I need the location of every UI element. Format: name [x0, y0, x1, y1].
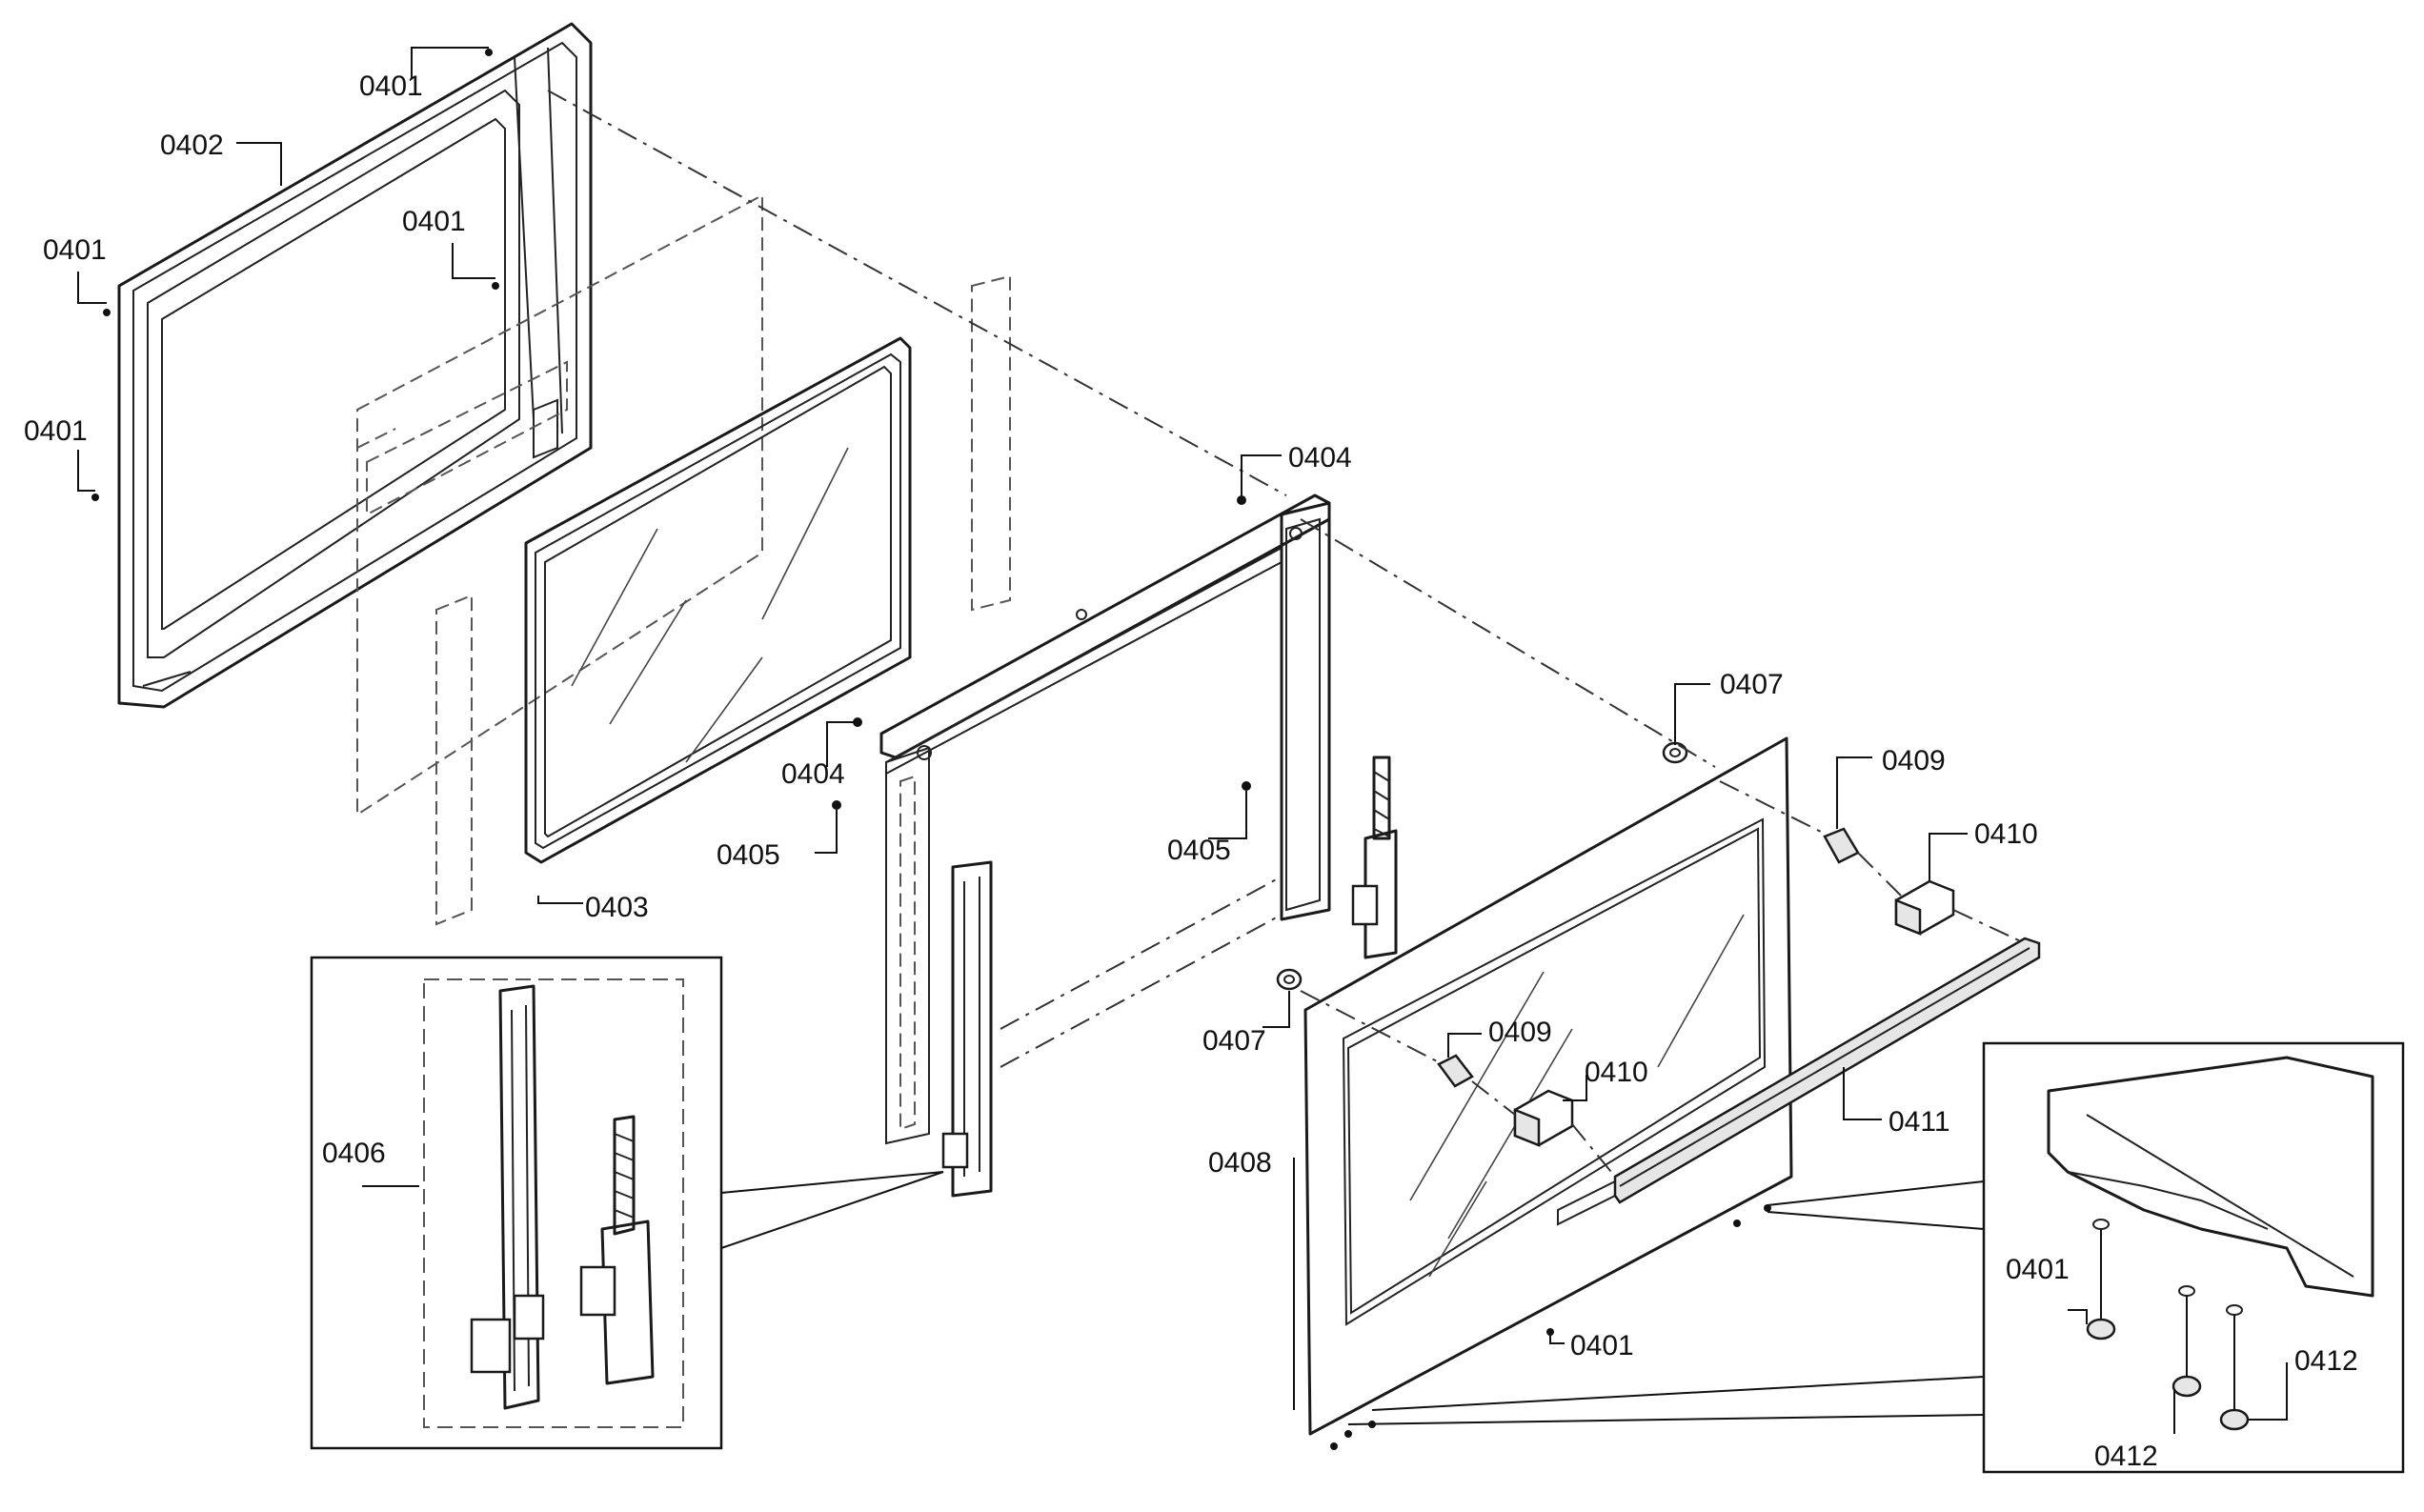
label-0406: 0406	[322, 1138, 386, 1169]
hinge-detail-callout	[310, 956, 944, 1450]
inner-door-frame	[117, 22, 593, 709]
label-0401-detail: 0401	[2006, 1254, 2070, 1285]
label-0407-lower: 0407	[1202, 1025, 1266, 1057]
label-0401-left-upper: 0401	[43, 234, 107, 266]
label-0410-upper: 0410	[1974, 818, 2038, 850]
handle-mount-upper	[1894, 879, 1955, 936]
spacer-lower	[1276, 968, 1303, 991]
label-0410-lower: 0410	[1585, 1057, 1648, 1088]
label-leaders	[77, 47, 2288, 1434]
label-0404-top: 0404	[1288, 442, 1352, 474]
inner-glass-ghost-frame	[356, 193, 763, 926]
label-0401-door-bottom: 0401	[1570, 1330, 1634, 1361]
label-0412-right: 0412	[2294, 1345, 2358, 1377]
label-0401-top: 0401	[359, 71, 423, 102]
label-0409-upper: 0409	[1882, 745, 1946, 776]
label-0402: 0402	[160, 130, 224, 161]
label-0409-lower: 0409	[1488, 1017, 1552, 1048]
label-0403: 0403	[585, 892, 649, 923]
label-0407-upper: 0407	[1720, 669, 1784, 700]
door-mounting-frame	[879, 494, 1331, 1145]
label-0411: 0411	[1889, 1106, 1950, 1138]
label-0405-right: 0405	[1167, 835, 1231, 866]
hinge-left	[941, 860, 993, 1198]
pin-lower	[1437, 1054, 1474, 1088]
label-0404-left: 0404	[781, 758, 845, 790]
label-0401-frame-inner: 0401	[402, 206, 466, 237]
pin-upper	[1823, 827, 1860, 864]
glass-pane	[524, 336, 912, 864]
label-0408: 0408	[1208, 1147, 1272, 1179]
handle-mount-lower	[1513, 1089, 1574, 1147]
label-0405-left: 0405	[717, 839, 780, 871]
label-0412-bottom: 0412	[2094, 1441, 2158, 1472]
screw-detail-callout	[1347, 1041, 2405, 1474]
label-0401-left-lower: 0401	[24, 415, 88, 447]
hinge-spring	[1351, 756, 1398, 959]
spacer-upper	[1662, 741, 1688, 764]
handle-bar	[1613, 937, 2041, 1204]
part-labels: 0401 0402 0401 0401 0401 0404 0404 0405 …	[24, 71, 2358, 1472]
outer-door-panel	[1303, 736, 1793, 1436]
screw-dots	[91, 49, 1771, 1450]
alignment-lines	[547, 90, 2026, 1178]
side-bracket-ghost	[971, 274, 1011, 612]
